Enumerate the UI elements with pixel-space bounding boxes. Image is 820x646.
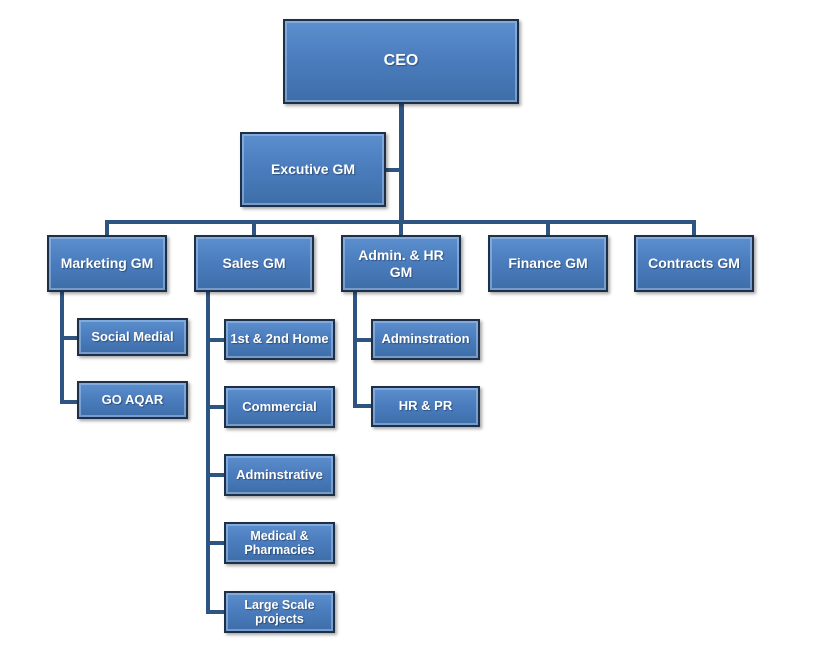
- contracts-gm-box: Contracts GM: [634, 235, 754, 292]
- finance-gm-box: Finance GM: [488, 235, 608, 292]
- first-second-home-box: 1st & 2nd Home: [224, 319, 335, 360]
- connector-marketing-child-2: [60, 400, 78, 404]
- connector-sales-child-4: [206, 541, 225, 545]
- executive-gm-box: Excutive GM: [240, 132, 386, 207]
- admin-hr-gm-box: Admin. & HR GM: [341, 235, 461, 292]
- connector-drop-marketing: [105, 220, 109, 236]
- large-scale-projects-box: Large Scale projects: [224, 591, 335, 633]
- commercial-box: Commercial: [224, 386, 335, 428]
- connector-drop-sales: [252, 220, 256, 236]
- social-media-box: Social Medial: [77, 318, 188, 356]
- connector-drop-finance: [546, 220, 550, 236]
- medical-pharmacies-box: Medical & Pharmacies: [224, 522, 335, 564]
- administrative-box: Adminstrative: [224, 454, 335, 496]
- connector-sales-vertical: [206, 290, 210, 614]
- marketing-gm-box: Marketing GM: [47, 235, 167, 292]
- connector-sales-child-3: [206, 473, 225, 477]
- connector-admin-child-1: [353, 338, 372, 342]
- connector-admin-child-2: [353, 404, 372, 408]
- connector-sales-child-1: [206, 338, 225, 342]
- sales-gm-box: Sales GM: [194, 235, 314, 292]
- connector-sales-child-5: [206, 610, 225, 614]
- connector-sales-child-2: [206, 405, 225, 409]
- connector-executive: [385, 168, 401, 172]
- connector-ceo-trunk: [399, 103, 404, 224]
- connector-admin-vertical: [353, 290, 357, 408]
- administration-box: Adminstration: [371, 319, 480, 360]
- ceo-box: CEO: [283, 19, 519, 104]
- connector-drop-contracts: [692, 220, 696, 236]
- hr-pr-box: HR & PR: [371, 386, 480, 427]
- go-aqar-box: GO AQAR: [77, 381, 188, 419]
- connector-marketing-child-1: [60, 336, 78, 340]
- connector-drop-admin-hr: [399, 220, 403, 236]
- connector-marketing-vertical: [60, 290, 64, 404]
